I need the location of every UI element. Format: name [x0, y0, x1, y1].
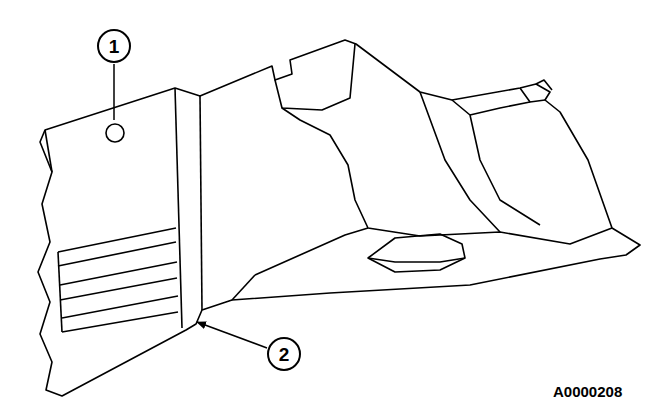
figure-id: A0000208 — [553, 383, 622, 400]
callout-circle: 2 — [267, 337, 301, 371]
callout-number: 1 — [109, 37, 120, 56]
callout-number: 2 — [279, 345, 290, 364]
callout-circle: 1 — [97, 29, 131, 63]
